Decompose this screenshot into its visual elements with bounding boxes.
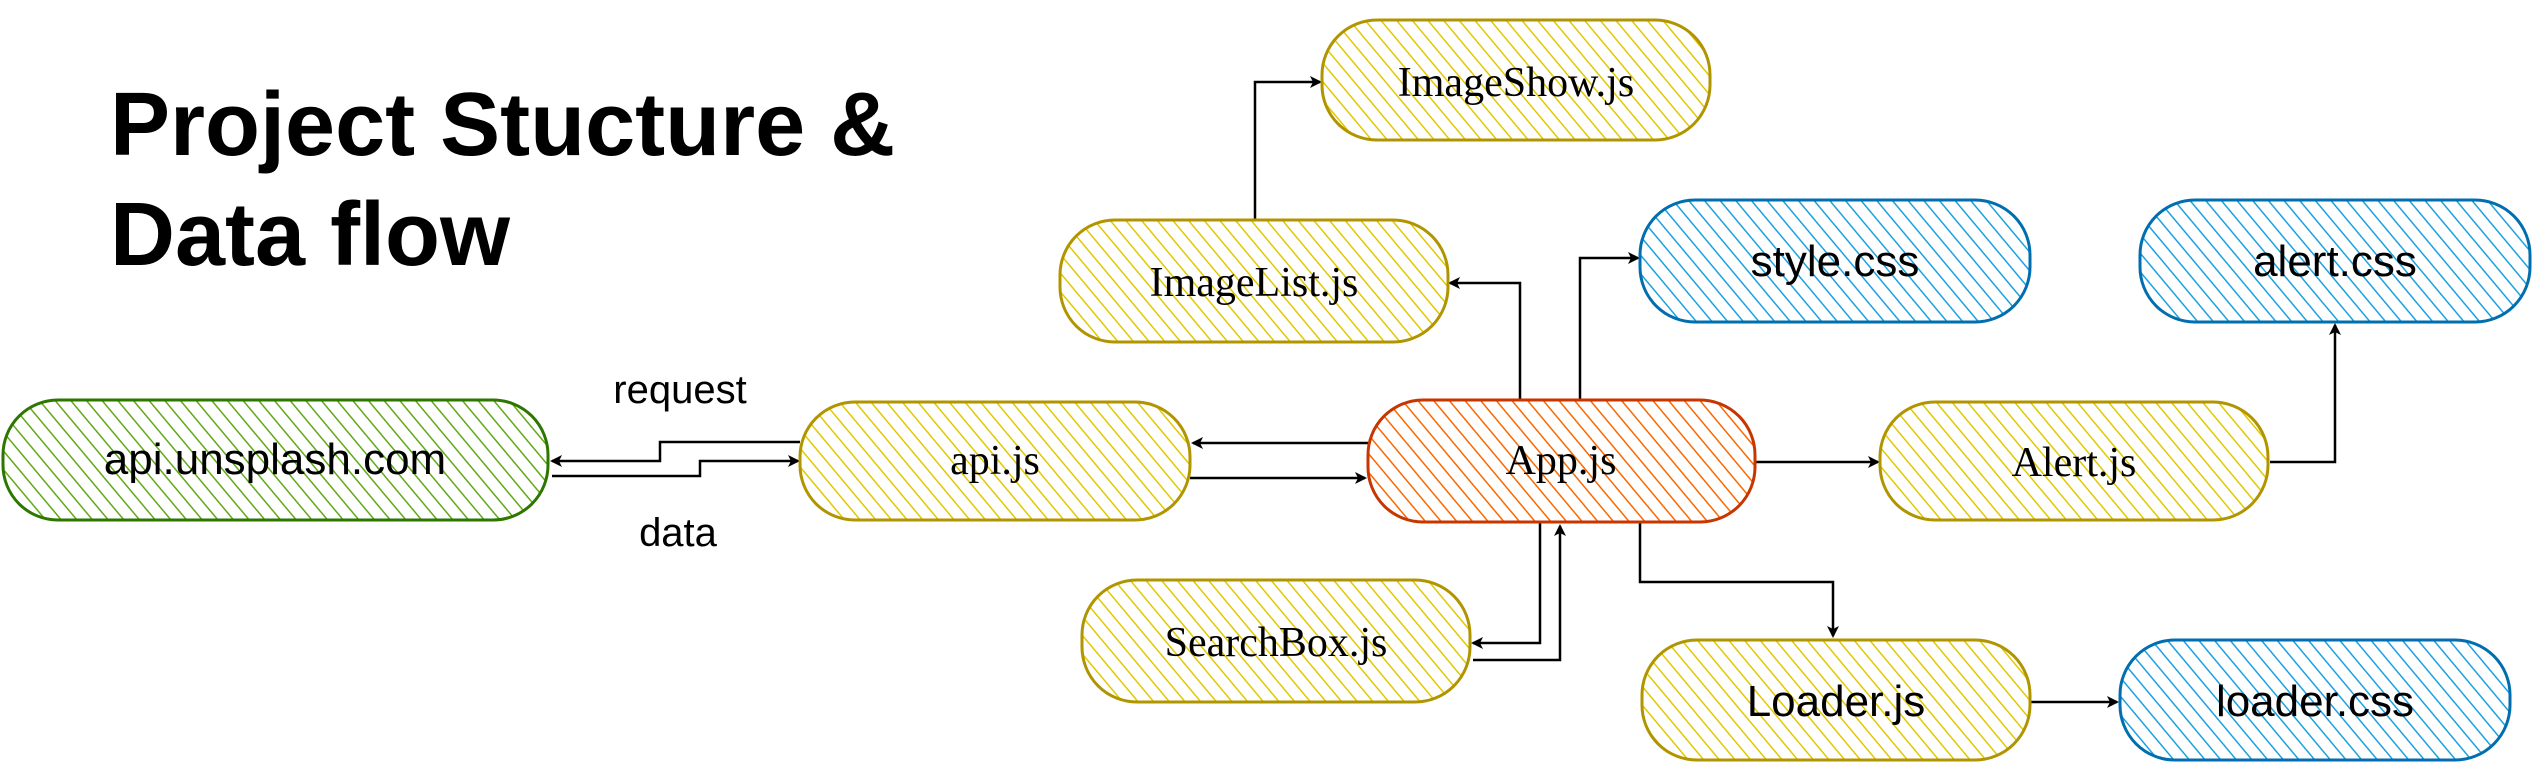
node-app-js[interactable]: App.js — [1366, 398, 1757, 524]
node-label: SearchBox.js — [1165, 620, 1388, 666]
node-imageshow-js[interactable]: ImageShow.js — [1320, 18, 1712, 142]
node-label: alert.css — [2253, 237, 2417, 286]
node-searchbox-js[interactable]: SearchBox.js — [1080, 578, 1472, 704]
title-line-1: Project Stucture & — [110, 75, 896, 175]
edge-label-data: data — [639, 511, 718, 555]
edge-label-request: request — [613, 368, 746, 412]
node-alert-css[interactable]: alert.css — [2138, 198, 2532, 324]
node-loader-css[interactable]: loader.css — [2118, 638, 2512, 762]
node-api-js[interactable]: api.js — [798, 400, 1192, 522]
node-label: api.unsplash.com — [104, 435, 446, 484]
node-label: App.js — [1506, 438, 1617, 484]
edge-app-to-searchbox — [1471, 523, 1542, 649]
edge-app-to-style — [1578, 252, 1640, 400]
node-imagelist-js[interactable]: ImageList.js — [1058, 218, 1450, 344]
connectors — [550, 76, 2341, 708]
node-label: Alert.js — [2012, 440, 2137, 486]
node-loader-js[interactable]: Loader.js — [1640, 638, 2032, 762]
edge-imagelist-to-imageshow — [1253, 76, 1322, 220]
node-api-unsplash[interactable]: api.unsplash.com — [1, 398, 550, 522]
node-style-css[interactable]: style.css — [1638, 198, 2032, 324]
edge-api-to-unsplash — [550, 440, 800, 467]
edge-app-to-loaderjs — [1638, 523, 1839, 638]
edge-app-to-imagelist — [1448, 277, 1522, 400]
node-label: api.js — [950, 438, 1040, 484]
edge-alertjs-to-alertcss — [2270, 323, 2341, 464]
title-line-2: Data flow — [110, 185, 511, 285]
node-label: loader.css — [2216, 677, 2414, 726]
node-label: ImageShow.js — [1398, 60, 1634, 106]
node-alert-js[interactable]: Alert.js — [1878, 400, 2270, 522]
node-label: Loader.js — [1747, 677, 1926, 726]
node-label: style.css — [1751, 237, 1920, 286]
diagram-title: Project Stucture & Data flow — [110, 70, 1010, 290]
node-label: ImageList.js — [1150, 260, 1359, 306]
edge-unsplash-to-api — [552, 455, 800, 478]
edge-searchbox-to-app — [1473, 524, 1566, 662]
